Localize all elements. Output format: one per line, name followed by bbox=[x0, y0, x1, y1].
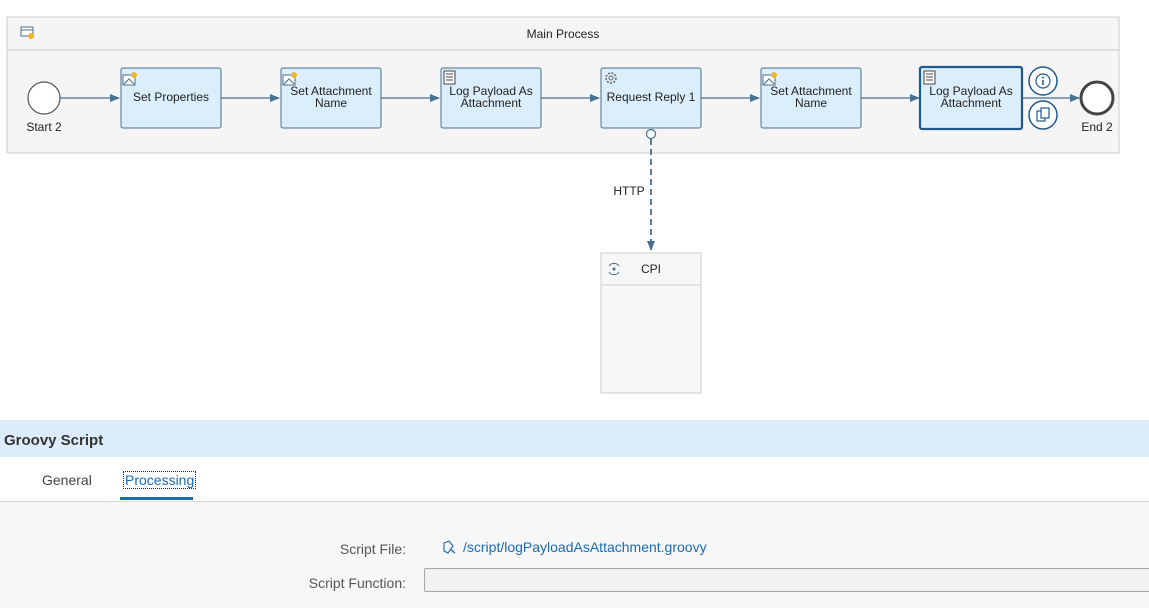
panel-header: Groovy Script bbox=[0, 420, 1149, 457]
tab-processing[interactable]: Processing bbox=[123, 471, 197, 489]
tab-general-label: General bbox=[42, 472, 92, 488]
copy-button[interactable] bbox=[1028, 100, 1058, 130]
tab-processing-label: Processing bbox=[123, 471, 197, 489]
step-label: Set Properties bbox=[133, 90, 209, 104]
pool-title: Main Process bbox=[527, 27, 600, 41]
script-file-link[interactable]: /script/logPayloadAsAttachment.groovy bbox=[441, 539, 707, 555]
step-label-line2: Attachment bbox=[461, 96, 522, 110]
step-label-line2: Attachment bbox=[941, 96, 1002, 110]
processing-tab-content: Script File: /script/logPayloadAsAttachm… bbox=[0, 502, 1149, 608]
script-file-label: Script File: bbox=[339, 541, 406, 557]
integration-flow-canvas[interactable]: Main Process Start 2 Set Properties bbox=[0, 0, 1149, 420]
step-set-properties[interactable]: Set Properties bbox=[120, 67, 222, 129]
script-function-input[interactable] bbox=[424, 568, 1149, 592]
step-label: Set Attachment bbox=[770, 84, 852, 98]
edit-script-icon bbox=[443, 540, 456, 554]
tab-general[interactable]: General bbox=[42, 472, 92, 488]
step-label: Log Payload As bbox=[929, 84, 1012, 98]
end-event-label: End 2 bbox=[1081, 120, 1113, 134]
properties-panel: Groovy Script General Processing Script … bbox=[0, 420, 1149, 608]
step-set-attachment-name[interactable]: Set Attachment Name bbox=[280, 67, 382, 129]
http-connection[interactable]: HTTP bbox=[613, 128, 657, 251]
step-label-line2: Name bbox=[795, 96, 827, 110]
receiver-participant[interactable]: CPI bbox=[600, 252, 702, 394]
end-event[interactable]: End 2 bbox=[1079, 80, 1115, 134]
info-button[interactable] bbox=[1028, 66, 1058, 96]
start-event[interactable]: Start 2 bbox=[26, 81, 62, 134]
receiver-icon bbox=[608, 262, 620, 276]
step-label-line2: Name bbox=[315, 96, 347, 110]
receiver-label: CPI bbox=[641, 262, 661, 276]
copy-icon bbox=[1036, 107, 1050, 122]
script-icon bbox=[443, 70, 456, 85]
connection-label: HTTP bbox=[613, 184, 644, 198]
step-label: Set Attachment bbox=[290, 84, 372, 98]
step-label: Request Reply 1 bbox=[607, 90, 696, 104]
script-function-label: Script Function: bbox=[308, 575, 406, 591]
gear-icon bbox=[605, 72, 617, 84]
info-icon bbox=[1035, 73, 1051, 89]
content-modifier-icon bbox=[122, 72, 137, 86]
script-icon bbox=[923, 70, 936, 85]
start-event-label: Start 2 bbox=[26, 120, 62, 134]
tab-bar: General Processing bbox=[0, 457, 1149, 502]
script-file-path: /script/logPayloadAsAttachment.groovy bbox=[463, 539, 707, 555]
active-tab-indicator bbox=[120, 497, 193, 500]
panel-title: Groovy Script bbox=[4, 432, 104, 449]
step-request-reply[interactable]: Request Reply 1 bbox=[600, 67, 702, 129]
step-log-payload-as-attachment-selected[interactable]: Log Payload As Attachment bbox=[918, 65, 1024, 131]
step-set-attachment-name-2[interactable]: Set Attachment Name bbox=[760, 67, 862, 129]
step-label: Log Payload As bbox=[449, 84, 532, 98]
content-modifier-icon bbox=[762, 72, 777, 86]
integration-process-icon bbox=[20, 26, 34, 39]
content-modifier-icon bbox=[282, 72, 297, 86]
step-log-payload-as-attachment[interactable]: Log Payload As Attachment bbox=[440, 67, 542, 129]
